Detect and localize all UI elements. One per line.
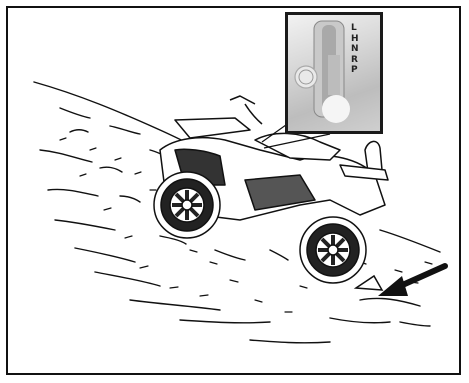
gear-label-h: H bbox=[351, 34, 359, 45]
rear-wheel bbox=[300, 217, 366, 283]
gear-lever-detail bbox=[288, 15, 380, 131]
front-wheel bbox=[154, 172, 220, 238]
gear-label-p: P bbox=[351, 65, 359, 76]
gear-shift-inset: L H N R P bbox=[285, 12, 383, 134]
gear-position-labels: L H N R P bbox=[351, 23, 359, 76]
wheel-chock bbox=[356, 276, 382, 290]
gear-label-l: L bbox=[351, 23, 359, 34]
gear-label-n: N bbox=[351, 44, 359, 55]
arrow-icon bbox=[378, 266, 445, 296]
gear-label-r: R bbox=[351, 55, 359, 66]
